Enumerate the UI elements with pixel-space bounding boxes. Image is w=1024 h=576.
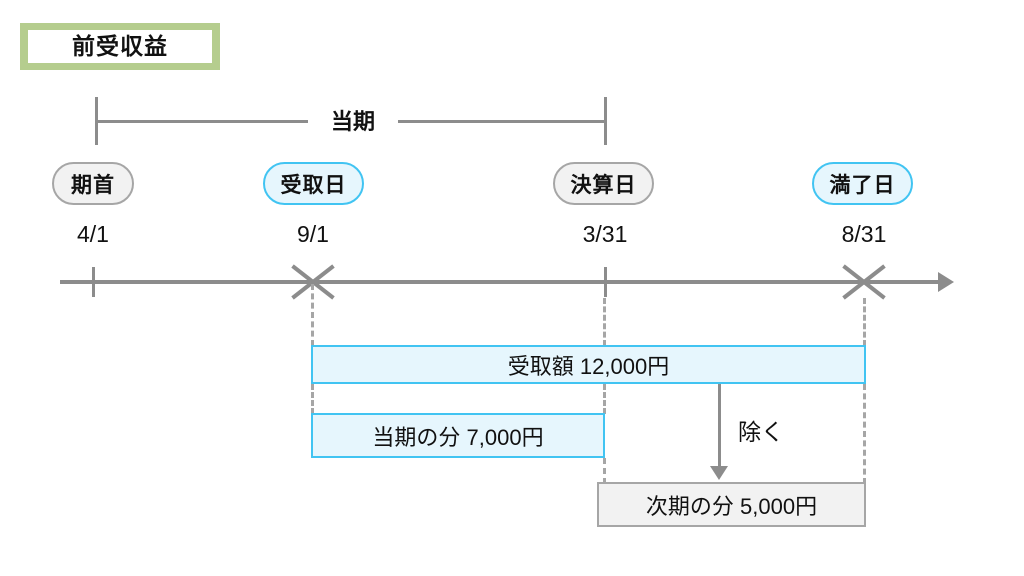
bar-label: 受取額 12,000円 xyxy=(507,353,670,379)
guide-line-uketorihi-a xyxy=(311,284,314,346)
milestone-pill-manryobi: 満了日 xyxy=(812,162,913,205)
milestone-label: 決算日 xyxy=(570,173,637,197)
guide-line-manryobi-a xyxy=(863,298,866,346)
bracket-label: 当期 xyxy=(308,104,398,136)
diagram-title-inner: 前受収益 xyxy=(28,30,212,63)
page-title: 前受収益 xyxy=(72,33,168,59)
exclude-label: 除く xyxy=(738,419,784,445)
milestone-label: 受取日 xyxy=(280,173,347,197)
milestone-date-manryobi: 8/31 xyxy=(841,221,887,247)
timeline-tick-kishu xyxy=(92,267,95,297)
guide-line-manryobi-b xyxy=(863,384,866,484)
milestone-date-kishu: 4/1 xyxy=(77,221,109,247)
guide-line-kessanbi-a xyxy=(603,298,606,346)
diagram-title-box: 前受収益 xyxy=(20,23,220,70)
milestone-label: 満了日 xyxy=(829,173,896,197)
guide-line-uketorihi-b xyxy=(311,384,314,414)
timeline-axis xyxy=(60,280,945,284)
bar-current-period-amount: 当期の分 7,000円 xyxy=(311,413,605,458)
guide-line-kessanbi-b xyxy=(603,384,606,414)
milestone-pill-kishu: 期首 xyxy=(52,162,134,205)
exclude-arrow-icon xyxy=(710,466,728,480)
milestone-label: 期首 xyxy=(71,173,115,197)
timeline-tick-kessanbi xyxy=(604,267,607,297)
milestone-pill-kessanbi: 決算日 xyxy=(553,162,654,205)
timeline-arrow-icon xyxy=(938,272,954,292)
milestone-date-uketorihi: 9/1 xyxy=(297,221,329,247)
bar-label: 次期の分 5,000円 xyxy=(645,493,818,519)
bar-next-period-amount: 次期の分 5,000円 xyxy=(597,482,866,527)
milestone-date-kessanbi: 3/31 xyxy=(582,221,628,247)
bar-received-amount: 受取額 12,000円 xyxy=(311,345,866,384)
exclude-arrow-line xyxy=(718,384,721,468)
guide-line-kessanbi-c xyxy=(603,458,606,484)
bar-label: 当期の分 7,000円 xyxy=(372,424,544,450)
milestone-pill-uketorihi: 受取日 xyxy=(263,162,364,205)
